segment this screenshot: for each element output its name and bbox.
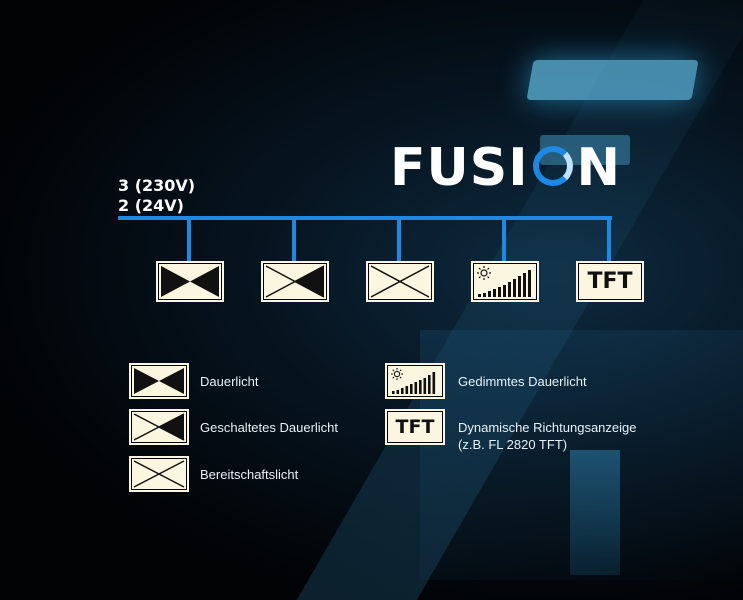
fixture-bereitschaft-icon [368, 263, 432, 300]
logo-ring-icon [532, 146, 573, 186]
bus-drop-5 [607, 216, 611, 263]
background-floor [420, 330, 743, 580]
legend-bereitschaft-label: Bereitschaftslicht [200, 467, 299, 482]
legend-tft-icon: TFT [387, 411, 443, 443]
background-column [570, 450, 620, 575]
legend-geschaltet-label: Geschaltetes Dauerlicht [200, 420, 339, 435]
legend-tft-label-line1: Dynamische Richtungsanzeige [458, 420, 637, 435]
bus-drop-3 [397, 216, 401, 263]
bus-line-main [118, 216, 612, 220]
fixture-geschaltet-icon [263, 263, 327, 300]
voltage-label-230v: 3 (230V) [118, 176, 196, 195]
legend-gedimmt-icon [387, 365, 443, 397]
fixture-tft-icon: TFT [578, 263, 642, 300]
fixture-dauerlicht-icon [158, 263, 222, 300]
legend-bereitschaft-icon [131, 458, 187, 490]
bus-drop-1 [187, 216, 191, 263]
bus-drop-4 [502, 216, 506, 263]
legend-gedimmt-label: Gedimmtes Dauerlicht [458, 374, 587, 389]
bus-drop-2 [292, 216, 296, 263]
legend-geschaltet-icon [131, 411, 187, 443]
legend-tft-label-line2: (z.B. FL 2820 TFT) [458, 437, 568, 452]
legend-dauerlicht-icon [131, 365, 187, 397]
legend-dauerlicht-label: Dauerlicht [200, 374, 259, 389]
voltage-label-24v: 2 (24V) [118, 196, 184, 215]
fixture-gedimmt-icon [473, 263, 537, 300]
